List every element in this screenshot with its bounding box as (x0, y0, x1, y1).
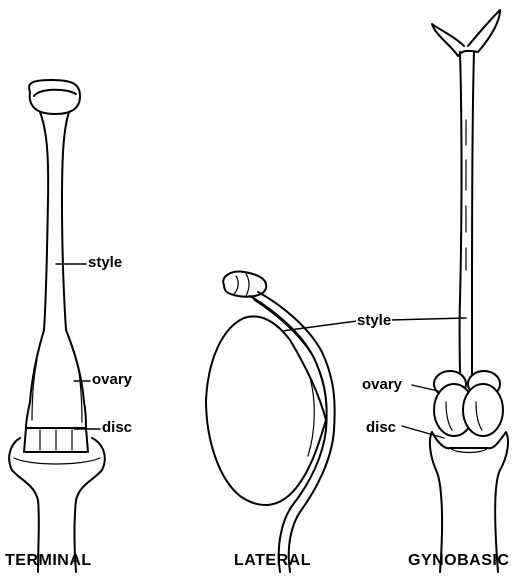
lateral-pistil (206, 272, 335, 572)
terminal-ovary (26, 330, 86, 428)
gynobasic-style (460, 52, 474, 380)
gynobasic-ovary (434, 371, 503, 436)
terminal-style-label: style (88, 255, 122, 270)
shared-style-leader (282, 321, 357, 331)
gynobasic-pistil (402, 10, 508, 572)
terminal-leaders (56, 264, 100, 429)
terminal-ovary-label: ovary (92, 372, 132, 387)
terminal-disc-label: disc (102, 420, 132, 435)
terminal-pistil (9, 80, 105, 572)
terminal-style (40, 112, 69, 330)
lateral-ovary (206, 316, 326, 505)
gynobasic-stigma (432, 10, 500, 56)
terminal-disc (24, 428, 88, 452)
gynobasic-disc-label: disc (366, 420, 396, 435)
lateral-caption: LATERAL (234, 553, 311, 569)
gynobasic-caption: GYNOBASIC (408, 553, 509, 569)
gynobasic-receptacle (430, 432, 508, 572)
terminal-caption: TERMINAL (5, 553, 92, 569)
terminal-stigma (29, 80, 80, 114)
shared-style-leader-right (390, 318, 466, 320)
gynobasic-style-label: style (356, 313, 392, 328)
gynobasic-ovary-label: ovary (362, 377, 402, 392)
